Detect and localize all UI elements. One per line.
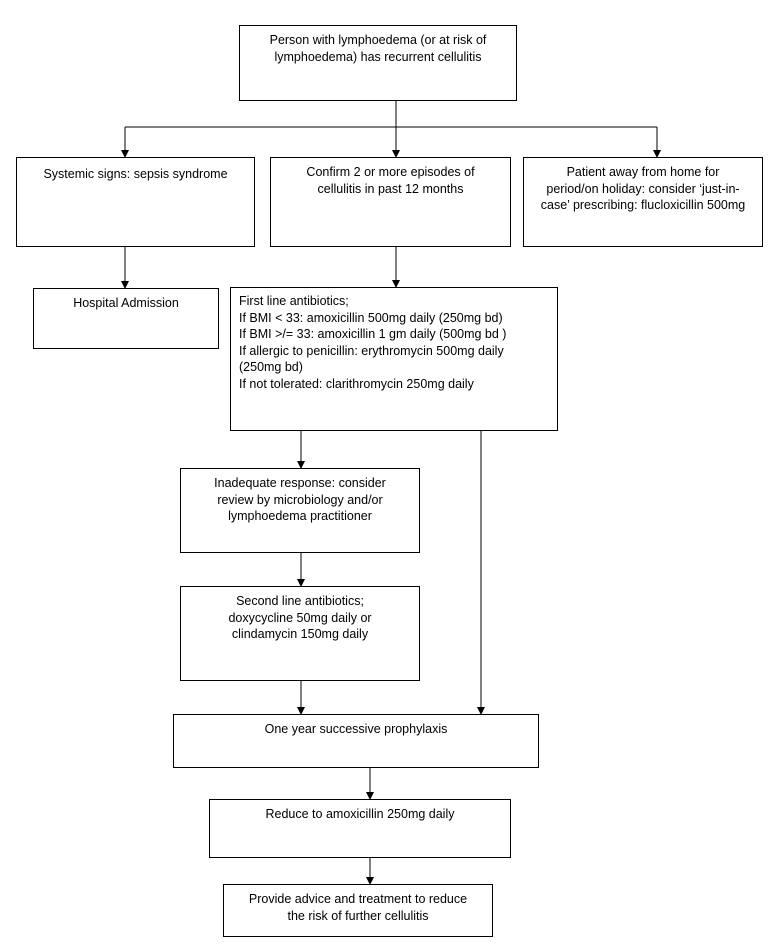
advice-box: Provide advice and treatment to reduce t…: [223, 884, 493, 937]
away-box: Patient away from home for period/on hol…: [523, 157, 763, 247]
sepsis-box: Systemic signs: sepsis syndrome: [16, 157, 255, 247]
first-line-text-line-5: (250mg bd): [239, 360, 303, 374]
start-text-line-1: Person with lymphoedema (or at risk of: [269, 33, 487, 47]
advice-text-line-1: Provide advice and treatment to reduce: [248, 892, 468, 906]
hospital-text-line-1: Hospital Admission: [73, 296, 179, 310]
start-box: Person with lymphoedema (or at risk of l…: [239, 25, 517, 101]
inadequate-box: Inadequate response: consider review by …: [180, 468, 420, 553]
first-line-text-line-3: If BMI >/= 33: amoxicillin 1 gm daily (5…: [239, 327, 507, 341]
away-text-line-2: period/on holiday: consider ‘just-in-: [546, 181, 740, 196]
advice-text-line-2: the risk of further cellulitis: [287, 908, 429, 923]
reduce-box: Reduce to amoxicillin 250mg daily: [209, 799, 511, 858]
prophylaxis-text-line-1: One year successive prophylaxis: [264, 722, 448, 736]
inadequate-text-line-2: review by microbiology and/or: [217, 492, 383, 507]
second-line-text-line-1: Second line antibiotics;: [236, 594, 364, 608]
first-line-text-line-1: First line antibiotics;: [239, 294, 349, 308]
inadequate-text-line-1: Inadequate response: consider: [214, 476, 386, 490]
first-line-text-line-2: If BMI < 33: amoxicillin 500mg daily (25…: [239, 310, 503, 325]
inadequate-text-line-3: lymphoedema practitioner: [228, 509, 372, 523]
confirm-text-line-2: cellulitis in past 12 months: [317, 181, 464, 196]
sepsis-text-line-1: Systemic signs: sepsis syndrome: [43, 167, 228, 181]
second-line-text-line-2: doxycycline 50mg daily or: [228, 610, 372, 625]
reduce-text-line-1: Reduce to amoxicillin 250mg daily: [265, 807, 455, 821]
second-line-box: Second line antibiotics; doxycycline 50m…: [180, 586, 420, 681]
away-text-line-3: case’ prescribing: flucloxicillin 500mg: [540, 198, 746, 212]
confirm-box: Confirm 2 or more episodes of cellulitis…: [270, 157, 511, 247]
away-text-line-1: Patient away from home for: [566, 165, 720, 179]
prophylaxis-box: One year successive prophylaxis: [173, 714, 539, 768]
first-line-box: First line antibiotics; If BMI < 33: amo…: [230, 287, 558, 431]
first-line-text-line-6: If not tolerated: clarithromycin 250mg d…: [239, 376, 474, 391]
start-text-line-2: lymphoedema) has recurrent cellulitis: [274, 49, 482, 64]
confirm-text-line-1: Confirm 2 or more episodes of: [306, 165, 475, 179]
hospital-box: Hospital Admission: [33, 288, 219, 349]
first-line-text-line-4: If allergic to penicillin: erythromycin …: [239, 343, 504, 358]
second-line-text-line-3: clindamycin 150mg daily: [231, 627, 369, 641]
